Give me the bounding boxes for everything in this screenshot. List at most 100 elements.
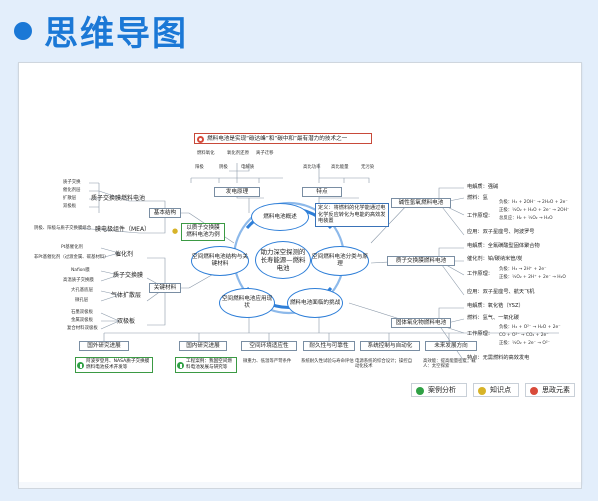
sheet-footer-edge (18, 482, 582, 489)
pem-sub-2: 高温质子交换膜 (63, 278, 94, 283)
bottom-note-1: 阿波罗登月、NASA质子交换膜燃料电池技术开发等 (75, 357, 153, 373)
page-title: 思维导图 (44, 14, 188, 54)
mea-note: 阴极、阳极与质子交换膜组合 (34, 226, 92, 231)
bipolar-label: 双极板 (117, 318, 136, 325)
pemfc-item-4: 应用：双子星座号、航天飞机 (467, 289, 535, 295)
keyword-9: 无污染 (361, 165, 375, 170)
sofc-item-1: 电解质：氧化锆（YSZ） (467, 303, 524, 309)
mind-map-sheet: 燃料电池是实现“碳达峰”和“碳中和”最有潜力的技术之一 燃料氧化 氧化剂还原 离… (18, 62, 582, 484)
bottom-note-2-text: 工程案例：我国空间燃料电池发展与研究等 (186, 359, 232, 370)
knowledge-bulb-icon (478, 387, 486, 395)
ideology-icon (530, 387, 538, 395)
bottom-note-2: 工程案例：我国空间燃料电池发展与研究等 (175, 357, 237, 373)
pem-item-2: 催化剂层 (63, 188, 81, 193)
basic-structure-box: 基本结构 (149, 208, 181, 218)
thought-politics-icon (197, 135, 204, 143)
topic-question-text: 燃料电池是实现“碳达峰”和“碳中和”最有潜力的技术之一 (207, 136, 348, 142)
mea-label: 膜电极组件（MEA） (95, 226, 151, 233)
pemfc-eq-2: 正极：½O₂ + 2H⁺ + 2e⁻ → H₂O (499, 275, 566, 280)
pem-item-1: 质子交换 (63, 180, 81, 185)
afc-eq-2: 正极：½O₂ + H₂O + 2e⁻ → 2OH⁻ (499, 208, 570, 213)
bipolar-sub-2: 金属双极板 (71, 318, 93, 323)
bipolar-sub-3: 复合材料双极板 (67, 326, 98, 331)
gdl-label: 气体扩散层 (111, 292, 142, 299)
legend-case-label: 案例分析 (428, 386, 456, 394)
sofc-eq-3: 正极：½O₂ + 2e⁻ → O²⁻ (499, 341, 550, 346)
bottom-box-5: 系统控制与自动化 (360, 341, 420, 351)
section-header: 思维导图 (0, 0, 598, 58)
keyword-3: 离子迁移 (256, 151, 274, 156)
definition-text: 定义：将燃料的化学能通过电化学反应转化为电能的高效发电装置 (318, 205, 386, 224)
keyword-1: 燃料氧化 (197, 151, 215, 156)
bottom-box-4: 耐久性与可靠性 (303, 341, 355, 351)
pem-item-3: 扩散层 (63, 196, 77, 201)
node-structure: 空间燃料电池结构与关键材料 (191, 246, 249, 276)
afc-eq-1: 负极：H₂ + 2OH⁻ → 2H₂O + 2e⁻ (499, 200, 568, 205)
node-classification: 空间燃料电池分类与原理 (311, 246, 369, 276)
afc-eq-3: 总反应：H₂ + ½O₂ → H₂O (499, 216, 553, 221)
definition-box: 定义：将燃料的化学能通过电化学反应转化为电能的高效发电装置 (315, 203, 389, 227)
catalyst-label: 催化剂 (115, 251, 134, 258)
keyword-5: 阴极 (219, 165, 228, 170)
central-topic: 助力深空探测的长寿能源—燃料电池 (255, 241, 311, 279)
bipolar-sub-1: 石墨双极板 (71, 310, 93, 315)
pem-sub-1: Nafion膜 (71, 268, 90, 273)
topic-question-box: 燃料电池是实现“碳达峰”和“碳中和”最有潜力的技术之一 (194, 133, 372, 144)
pemfc-box: 质子交换膜燃料电池 (387, 256, 455, 266)
bottom-box-3: 空间环境适应性 (241, 341, 297, 351)
sofc-item-2: 燃料：氢气、一氧化碳 (467, 315, 519, 321)
afc-item-1: 电解质：强碱 (467, 184, 499, 190)
bottom-note-5: 电源系统的综合设计；操控自动化技术 (355, 359, 413, 369)
sofc-eq-2: CO + O²⁻ → CO₂ + 2e⁻ (499, 333, 549, 338)
bottom-note-4: 系统耐久性试验与寿命评估 (301, 359, 354, 364)
bottom-note-3: 微重力、低温等严苛条件 (243, 359, 292, 364)
pem-cell-label: 质子交换膜燃料电池 (91, 195, 146, 202)
pemfc-eq-1: 负极：H₂ → 2H⁺ + 2e⁻ (499, 267, 547, 272)
example-box: ● 以质子交换膜燃料电池为例 (172, 223, 225, 241)
gdl-sub-2: 微孔层 (75, 298, 89, 303)
features-box: 特点 (302, 187, 342, 197)
node-overview: 燃料电池概述 (251, 203, 309, 231)
pemfc-item-2: 催化剂：铂/碳纳米管/炭 (467, 256, 523, 262)
node-application: 空间燃料电池应用现状 (219, 288, 275, 318)
sofc-item-4: 特点：无需燃料的高效发电 (467, 355, 530, 361)
legend-case-analysis: 案例分析 (411, 383, 467, 397)
power-principle-box: 发电原理 (214, 187, 260, 197)
pemfc-item-1: 电解质：全氟磺酸型固体聚合物 (467, 243, 540, 249)
legend-knowledge: 知识点 (473, 383, 519, 397)
pem-label: 质子交换膜 (113, 272, 144, 279)
case-icon (77, 362, 84, 369)
pemfc-item-3: 工作原理： (467, 271, 493, 277)
sofc-item-3: 工作原理： (467, 331, 493, 337)
keyword-6: 电解质 (241, 165, 255, 170)
legend-knowledge-label: 知识点 (490, 386, 511, 394)
key-materials-box: 关键材料 (149, 283, 181, 293)
afc-box: 碱性氢氧燃料电池 (391, 198, 451, 208)
case-icon (177, 362, 184, 369)
sofc-box: 固体氧化物燃料电池 (391, 318, 451, 328)
bottom-box-1: 国外研究进展 (79, 341, 129, 351)
bottom-box-6: 未来发展方向 (425, 341, 477, 351)
keyword-7: 高比功率 (303, 165, 321, 170)
pem-item-4: 双极板 (63, 204, 77, 209)
bottom-note-1-text: 阿波罗登月、NASA质子交换膜燃料电池技术开发等 (86, 359, 150, 370)
gdl-sub-1: 大孔基底层 (71, 288, 93, 293)
sofc-eq-1: 负极：H₂ + O²⁻ → H₂O + 2e⁻ (499, 325, 561, 330)
bullet-dot-icon (14, 22, 32, 40)
afc-item-4: 应用：双子星座号、阿波罗号 (467, 229, 535, 235)
catalyst-item-1: Pt基催化剂 (61, 245, 83, 250)
node-challenges: 燃料电池面临的挑战 (287, 288, 343, 318)
keyword-2: 氧化剂还原 (227, 151, 249, 156)
afc-item-2: 燃料：氢 (467, 195, 488, 201)
legend-ideology: 思政元素 (525, 383, 575, 397)
keyword-4: 阳极 (195, 165, 204, 170)
bulb-icon: ● (172, 227, 179, 235)
catalyst-item-2: 非Pt基催化剂（过渡金属、碳基材料） (34, 255, 109, 260)
keyword-8: 高比能量 (331, 165, 349, 170)
bottom-note-6: 高效能：提高能量密度；载人：太空探索 (423, 359, 476, 369)
legend-ideology-label: 思政元素 (542, 386, 570, 394)
example-text: 以质子交换膜燃料电池为例 (186, 225, 220, 238)
bottom-box-2: 国内研究进展 (179, 341, 227, 351)
afc-item-3: 工作原理： (467, 213, 493, 219)
case-analysis-icon (416, 387, 424, 395)
